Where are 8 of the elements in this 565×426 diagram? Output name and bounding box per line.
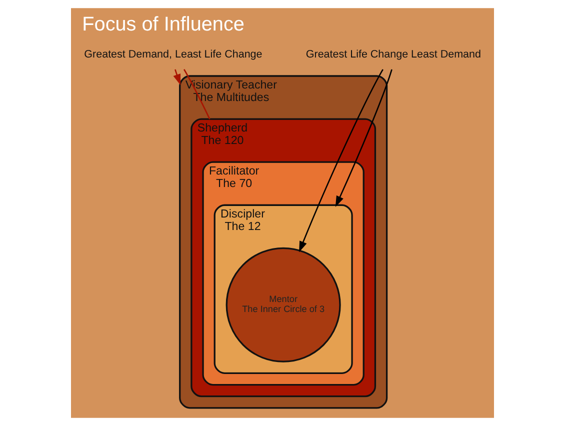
node-text: Greatest Demand, Least Life Change [84, 48, 262, 60]
arrow [335, 69, 392, 207]
node-text: Greatest Life Change Least Demand [306, 48, 481, 60]
connector [184, 69, 210, 120]
arrow [173, 69, 181, 86]
arrow [299, 69, 384, 252]
diagram-title: Focus of Influence [82, 14, 244, 36]
node-circle: Mentor The Inner Circle of 3 [226, 247, 341, 362]
